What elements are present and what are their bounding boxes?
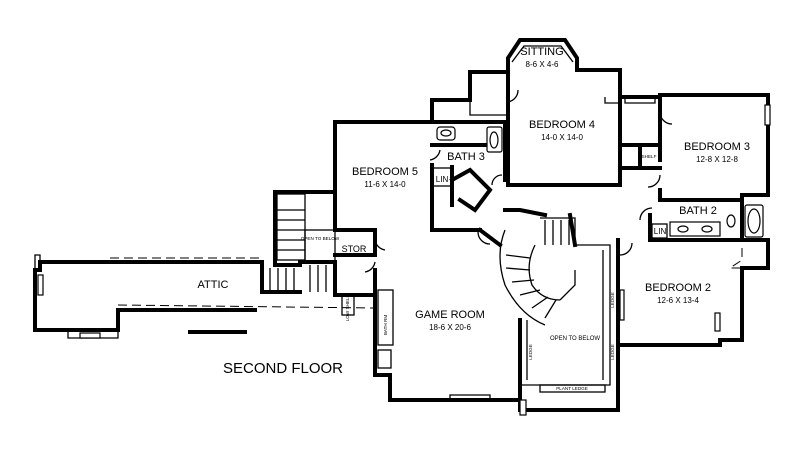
bedroom5-label: BEDROOM 5 [352,166,418,178]
floor-title: SECOND FLOOR [223,360,343,377]
bedroom4-label: BEDROOM 4 [529,119,595,131]
plan-details [37,45,771,416]
lin-label-bath2: LIN [654,227,667,236]
bath-rm-label: BATH RM [383,315,388,336]
open-to-below-label: OPEN TO BELOW [550,336,600,342]
bedroom2-size: 12-6 X 13-4 [657,296,699,305]
bedroom4-size: 14-0 X 14-0 [541,133,583,142]
curved-staircase [499,217,576,326]
stairs-left [269,193,336,292]
game-room-size: 18-6 X 20-6 [429,323,471,332]
sitting-size: 8-6 X 4-6 [526,60,559,69]
interior-walls [333,70,744,412]
bedroom3-label: BEDROOM 3 [684,141,750,153]
ledge-label-right-top: LEDGE [610,292,615,308]
shelf-label: SHELF [642,154,657,159]
bath2-label: BATH 2 [679,205,717,217]
bedroom3-size: 12-8 X 12-8 [696,155,738,164]
bath3-label: BATH 3 [447,151,485,163]
low-shelf-label: LOW SHELF [345,295,350,322]
ledge-label-left: LEDGE [528,344,533,360]
plant-ledge-label: PLANT LEDGE [556,386,588,391]
game-room-label: GAME ROOM [415,309,485,321]
attic-label: ATTIC [198,279,229,291]
stor-label: STOR [342,244,367,254]
room-labels: SITTING 8-6 X 4-6 BEDROOM 4 14-0 X 14-0 … [198,46,750,391]
bedroom5-size: 11-6 X 14-0 [364,180,406,189]
bedroom2-label: BEDROOM 2 [645,282,711,294]
open-to-below-stair-label: OPEN TO BELOW [301,236,340,241]
ledge-label-right-bottom: LEDGE [610,344,615,360]
sitting-label: SITTING [520,46,563,58]
lin-label-bath3: LIN [436,175,449,184]
